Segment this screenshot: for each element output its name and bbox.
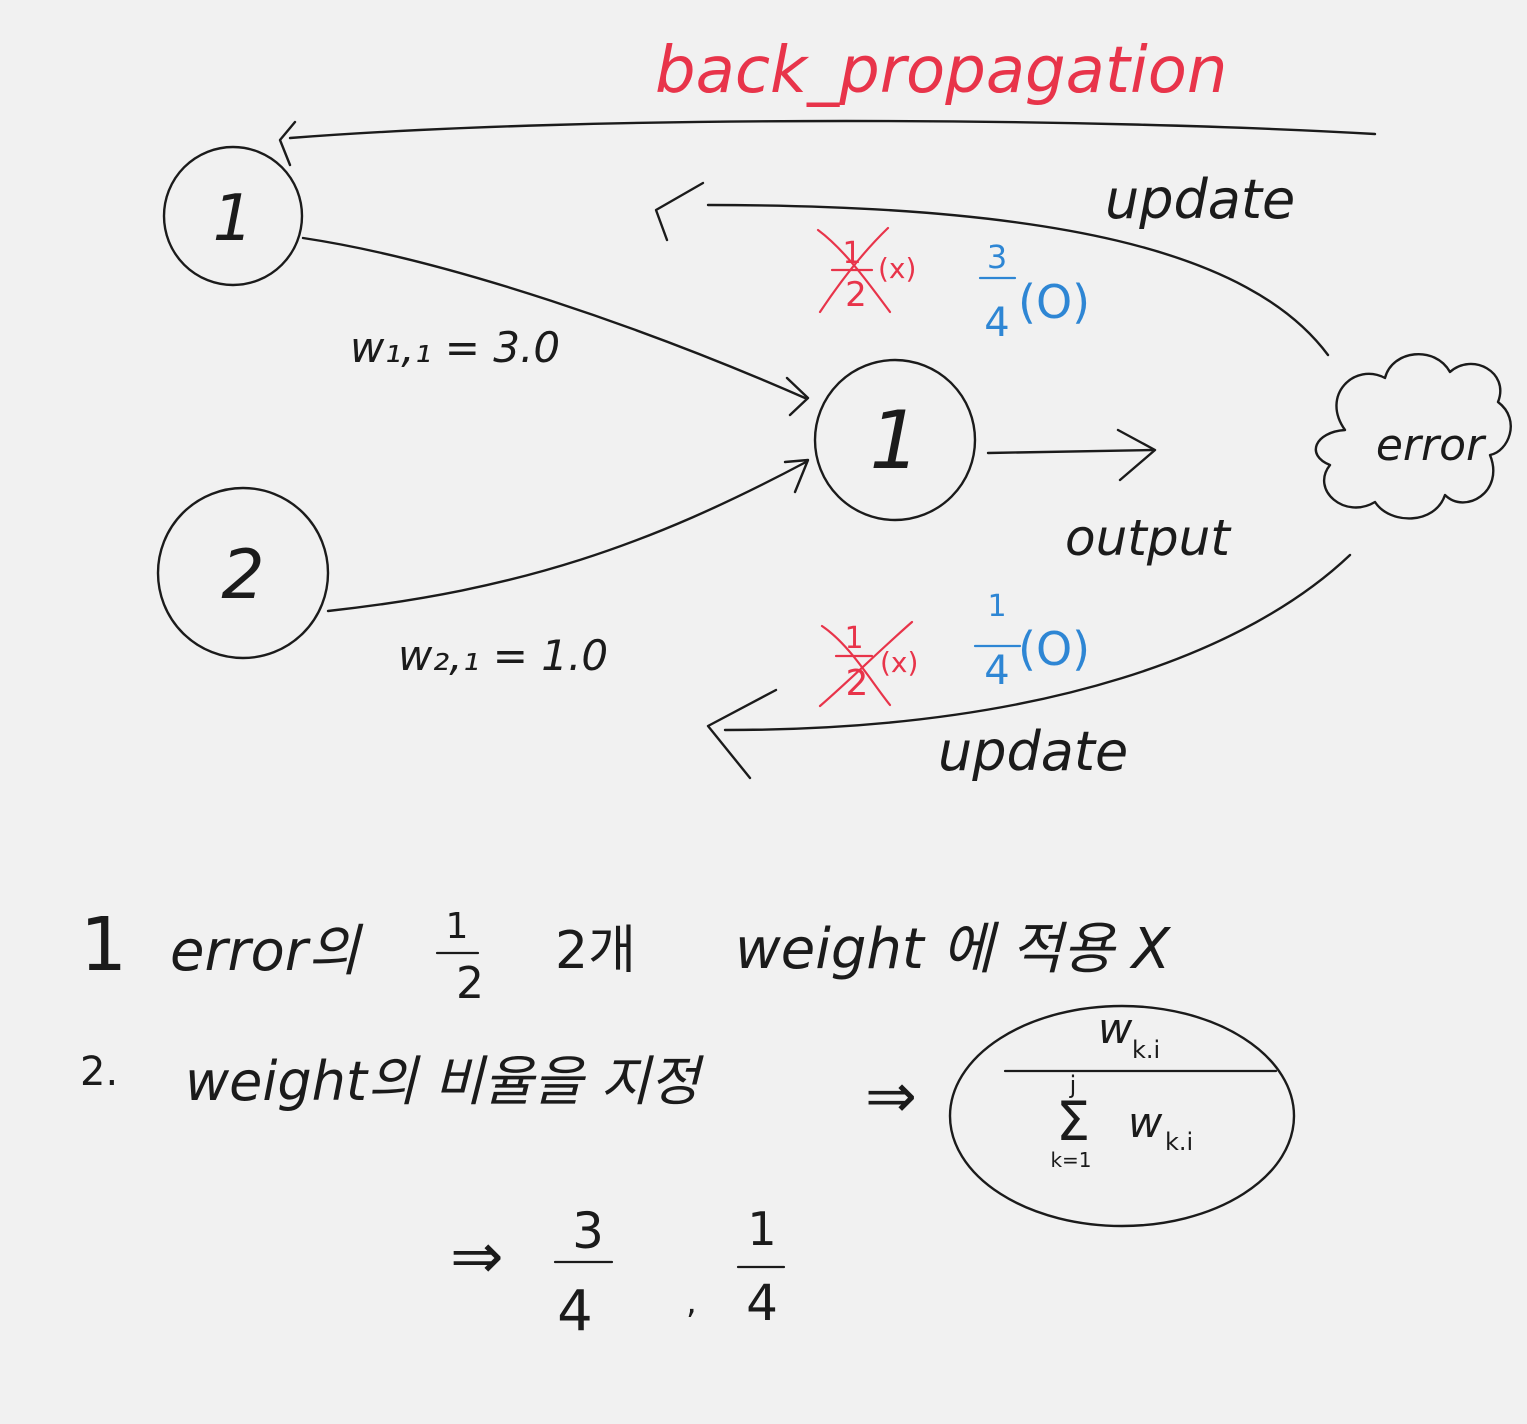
note-line-1: 1 error의 1 2 2개 weight 에 적용 X — [80, 902, 1172, 1009]
formula-ellipse — [948, 1004, 1296, 1228]
upper-right-fraction: 3 4 (O) — [978, 238, 1090, 346]
svg-text:j: j — [1069, 1071, 1077, 1099]
input-node-1 — [162, 145, 304, 287]
svg-text:weight 에 적용 X: weight 에 적용 X — [735, 917, 1172, 982]
output-node-1 — [813, 358, 977, 522]
svg-text:k.i: k.i — [1132, 1036, 1160, 1064]
lower-update-label: update — [938, 720, 1128, 783]
svg-text:4: 4 — [984, 648, 1009, 694]
upper-update-label: update — [1105, 168, 1295, 231]
svg-text:(O): (O) — [1018, 275, 1090, 329]
lower-strike-2 — [818, 620, 914, 708]
input-node-2 — [156, 486, 330, 660]
lower-update-arrow — [723, 553, 1352, 732]
svg-text:1: 1 — [747, 1202, 776, 1256]
weight-w11: w₁,₁ = 3.0 — [350, 323, 560, 372]
output-label: output — [1065, 509, 1232, 567]
svg-text:(x): (x) — [878, 252, 916, 285]
svg-text:,: , — [686, 1282, 697, 1322]
svg-text:weight의 비율을 지정: weight의 비율을 지정 — [185, 1050, 705, 1113]
backprop-arrow — [288, 119, 1377, 140]
svg-text:1: 1 — [844, 621, 863, 656]
output-arrowhead — [1116, 428, 1157, 482]
upper-strike-1 — [816, 228, 892, 314]
formula-block: w k.i j Σ k=1 w k.i — [948, 1004, 1296, 1228]
svg-text:2: 2 — [845, 275, 867, 315]
svg-text:error의: error의 — [170, 919, 364, 984]
svg-text:1: 1 — [987, 589, 1006, 624]
svg-text:2: 2 — [846, 663, 869, 704]
svg-text:w: w — [1128, 1098, 1163, 1147]
lower-strike-1 — [820, 624, 892, 707]
input-node-1-label: 1 — [213, 182, 254, 256]
svg-text:3: 3 — [987, 238, 1007, 276]
output-node-1-label: 1 — [870, 394, 921, 487]
edge-1-to-1 — [301, 236, 807, 400]
svg-text:3: 3 — [572, 1202, 604, 1260]
input-node-2-label: 2 — [221, 536, 264, 615]
svg-text:4: 4 — [984, 300, 1009, 346]
upper-update-arrowhead — [654, 181, 705, 242]
svg-text:1: 1 — [446, 906, 469, 947]
diagram-title: back_propagation — [655, 34, 1227, 108]
svg-text:2.: 2. — [80, 1049, 118, 1095]
svg-text:k.i: k.i — [1165, 1128, 1193, 1156]
upper-wrong-fraction: 1 2 (x) — [816, 226, 916, 315]
svg-text:4: 4 — [746, 1274, 778, 1332]
output-arrow — [986, 448, 1154, 455]
backprop-arrowhead — [278, 120, 297, 167]
weight-w21: w₂,₁ = 1.0 — [398, 631, 608, 680]
svg-text:2개: 2개 — [555, 921, 636, 981]
svg-text:1: 1 — [80, 902, 127, 988]
error-label: error — [1376, 420, 1487, 471]
svg-text:w: w — [1098, 1004, 1133, 1053]
lower-update-arrowhead — [706, 688, 778, 780]
svg-text:⇒: ⇒ — [865, 1059, 917, 1132]
result-line: ⇒ 3 4 , 1 4 — [450, 1202, 786, 1344]
svg-text:⇒: ⇒ — [450, 1220, 504, 1294]
svg-text:Σ: Σ — [1056, 1090, 1090, 1153]
edge-2-arrowhead — [783, 458, 810, 494]
svg-text:(O): (O) — [1018, 622, 1090, 676]
edge-1-arrowhead — [785, 376, 810, 417]
svg-text:k=1: k=1 — [1050, 1148, 1091, 1172]
error-cloud — [1314, 352, 1512, 520]
upper-update-arrow — [706, 203, 1330, 357]
edge-2-to-1 — [326, 460, 808, 613]
svg-text:(x): (x) — [880, 646, 918, 679]
upper-strike-2 — [818, 226, 890, 314]
lower-wrong-fraction: 1 2 (x) — [818, 620, 918, 708]
svg-text:1: 1 — [842, 236, 861, 271]
svg-text:4: 4 — [557, 1279, 593, 1344]
note-line-2: 2. weight의 비율을 지정 ⇒ — [80, 1049, 917, 1132]
svg-text:2: 2 — [456, 958, 484, 1009]
lower-right-fraction: 1 4 (O) — [973, 589, 1090, 694]
